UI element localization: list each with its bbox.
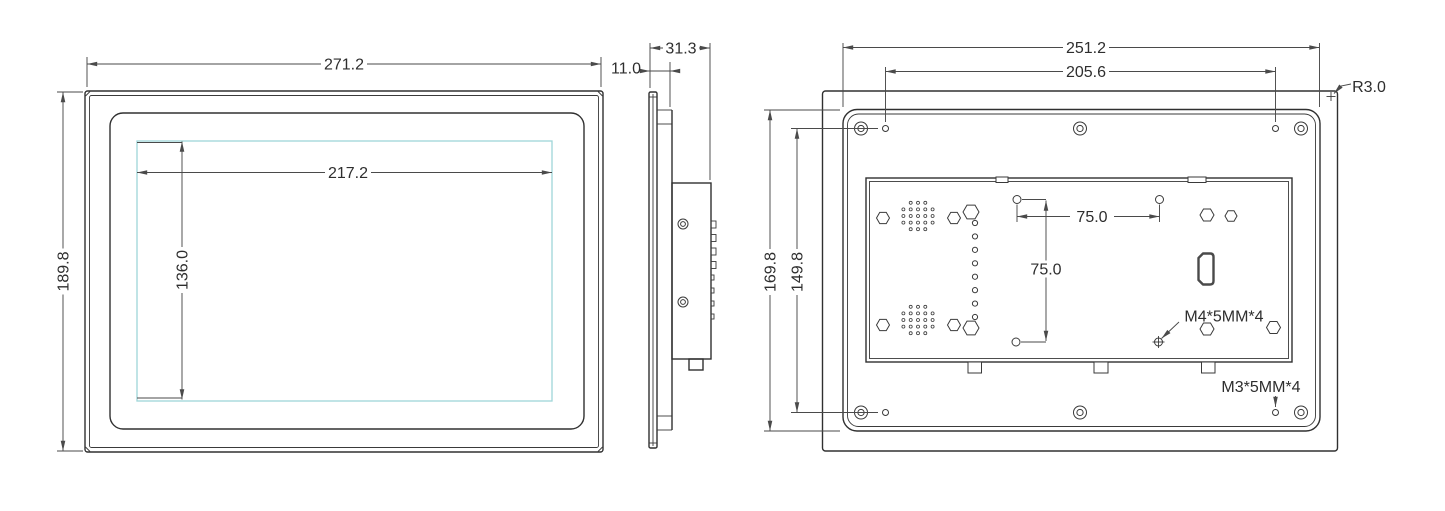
panel-bottom-tab — [1201, 361, 1216, 374]
display-height-label: 136.0 — [175, 250, 192, 290]
hex-hole — [1199, 322, 1215, 336]
corner-screws — [854, 121, 1308, 420]
dim-vesa-horizontal: 75.0 — [1016, 204, 1160, 226]
component-panel-inner-edge — [869, 181, 1289, 359]
display-width-label: 217.2 — [328, 165, 368, 182]
hex-hole — [962, 320, 980, 336]
corner-radius-callout: R3.0 — [1333, 79, 1386, 96]
rear-cover-width-label: 251.2 — [1066, 40, 1106, 57]
corner-radius-label: R3.0 — [1352, 79, 1386, 96]
vesa-screw-spec-label: M4*5MM*4 — [1184, 309, 1263, 326]
panel-mount-holes — [882, 125, 1279, 416]
hex-hole — [1265, 320, 1282, 335]
back-view: 75.0 75.0 251.2 205.6 — [761, 39, 1386, 452]
speaker-grille-bottom — [901, 304, 935, 336]
vesa-hole — [1155, 195, 1164, 204]
hex-hole — [962, 204, 980, 220]
io-buttons — [710, 220, 717, 320]
dim-front-overall-height: 189.8 — [54, 91, 83, 452]
dim-rear-cover-width: 251.2 — [842, 39, 1320, 107]
front-section-depth-label: 11.0 — [611, 61, 641, 78]
front-overall-height-label: 189.8 — [56, 251, 73, 291]
dim-mount-hole-span-height: 149.8 — [788, 128, 878, 413]
total-depth-label: 31.3 — [665, 41, 696, 58]
front-outer-frame — [84, 90, 604, 453]
cable-tab — [688, 358, 704, 371]
vesa-hole — [1011, 337, 1021, 347]
side-screw-bottom — [677, 296, 689, 308]
dim-front-overall-width: 271.2 — [86, 55, 602, 87]
vesa-screw-spec-callout: M4*5MM*4 — [1161, 309, 1264, 339]
hdmi-port — [1197, 252, 1215, 286]
mount-screw-spec-label: M3*5MM*4 — [1221, 379, 1300, 396]
electronics-box — [671, 182, 712, 360]
rear-cover — [842, 108, 1321, 432]
rear-cover-inner-edge — [847, 113, 1316, 427]
vesa-horizontal-label: 75.0 — [1076, 209, 1107, 226]
vesa-mount-holes — [1011, 195, 1165, 348]
rear-cover-height-label: 169.8 — [763, 252, 780, 292]
rear-bezel-outline — [821, 90, 1339, 452]
component-panel — [865, 177, 1293, 363]
hex-hole — [875, 318, 891, 332]
vent-hole-row — [971, 219, 979, 321]
front-panel-plate — [648, 91, 658, 449]
dim-display-height: 136.0 — [137, 141, 192, 400]
bezel-opening — [109, 112, 585, 430]
corner-radius-center-mark — [1326, 92, 1336, 101]
dim-display-width: 217.2 — [137, 164, 552, 182]
mount-hole-span-width-label: 205.6 — [1066, 64, 1106, 81]
hex-hole — [1224, 210, 1238, 222]
mount-screw-spec-callout: M3*5MM*4 — [1221, 379, 1301, 407]
vesa-hole — [1012, 195, 1022, 204]
panel-bottom-tab — [1093, 361, 1109, 374]
mounting-bracket — [657, 109, 673, 431]
hex-hole — [1199, 208, 1215, 222]
panel-top-notch — [995, 176, 1009, 183]
front-outer-frame-inner-edge — [89, 95, 599, 448]
hex-hole — [946, 211, 962, 225]
dim-vesa-vertical: 75.0 — [1021, 199, 1068, 343]
hex-hole — [946, 318, 962, 332]
dim-front-section-depth: 11.0 — [611, 61, 681, 107]
panel-bottom-tab — [967, 361, 982, 374]
front-view: 271.2 189.8 217.2 136.0 — [54, 55, 604, 453]
hex-hole — [875, 211, 891, 225]
side-view: 31.3 11.0 — [611, 39, 717, 449]
dim-rear-cover-height: 169.8 — [761, 109, 840, 432]
right-hole-cluster — [1197, 208, 1282, 336]
panel-top-notch — [1187, 176, 1207, 183]
vesa-vertical-label: 75.0 — [1030, 262, 1061, 279]
front-corner-chamfers — [85, 91, 603, 452]
display-area — [136, 140, 553, 402]
front-overall-width-label: 271.2 — [324, 57, 364, 74]
dim-total-depth: 31.3 — [649, 39, 711, 180]
dim-mount-hole-span-width: 205.6 — [885, 63, 1276, 122]
left-hole-cluster — [875, 200, 980, 336]
side-screw-top — [677, 218, 689, 230]
mount-hole-span-height-label: 149.8 — [790, 252, 807, 292]
speaker-grille-top — [901, 200, 935, 232]
